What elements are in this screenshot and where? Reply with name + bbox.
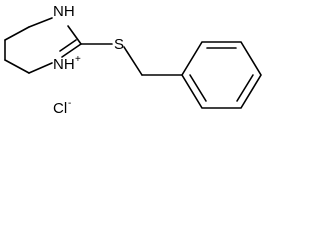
atom-label-nh-plus: NH bbox=[53, 56, 75, 73]
chemical-structure-diagram: NH NH + S Cl - bbox=[4, 3, 262, 117]
phenyl-double-bond-left bbox=[189, 74, 207, 102]
atom-charge-plus: + bbox=[75, 54, 81, 65]
tetrahydropyrimidine-ring bbox=[4, 17, 82, 74]
bond-c2-n3 bbox=[67, 25, 82, 45]
bond-n3-c4 bbox=[28, 17, 53, 28]
phenyl-double-bond-right bbox=[236, 74, 254, 102]
bond-c5-c6 bbox=[4, 59, 30, 74]
phenyl-hexagon bbox=[181, 41, 262, 109]
bond-n1plus-c2-outer bbox=[61, 43, 82, 58]
counterion-charge: - bbox=[68, 98, 71, 109]
atom-label-sulfur: S bbox=[114, 36, 124, 53]
bond-n1plus-c2-inner bbox=[59, 39, 77, 52]
atom-label-nh: NH bbox=[53, 3, 75, 20]
counterion-chloride: Cl bbox=[53, 100, 67, 117]
bond-c4-c3 bbox=[4, 26, 30, 41]
phenyl-ring bbox=[181, 41, 262, 109]
bond-c6-n1plus bbox=[28, 62, 53, 74]
thioether-linker bbox=[80, 43, 183, 76]
bond-s-ch2 bbox=[123, 46, 143, 76]
